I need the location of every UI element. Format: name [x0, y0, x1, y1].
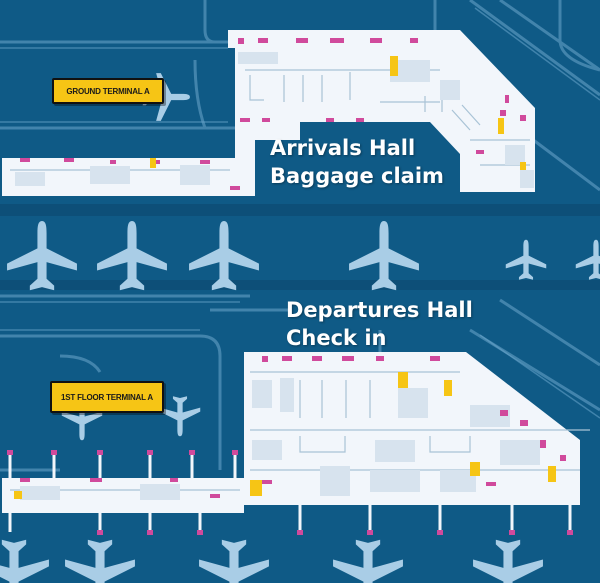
- airplane-icon: [575, 239, 600, 280]
- airplane-icon: [97, 221, 167, 291]
- arrivals-rooms: [15, 52, 534, 188]
- departures-hall-title: Departures Hall: [286, 298, 473, 322]
- airplane-icon: [349, 221, 419, 291]
- departures-hall-label: Departures Hall Check in: [286, 296, 473, 352]
- taxiway-lines: [0, 0, 600, 472]
- departures-yellow-markers: [14, 372, 556, 499]
- ground-terminal-sign: GROUND TERMINAL A: [52, 78, 164, 104]
- arrivals-hall-title: Arrivals Hall: [270, 136, 416, 160]
- airplane-icon: [189, 221, 259, 291]
- arrivals-hall-subtitle: Baggage claim: [270, 164, 444, 188]
- departures-terminal: [2, 352, 580, 513]
- arrivals-hall-label: Arrivals Hall Baggage claim: [270, 134, 444, 190]
- first-floor-terminal-sign: 1ST FLOOR TERMINAL A: [50, 381, 164, 413]
- airplane-icon: [159, 396, 201, 437]
- airplane-icon: [0, 539, 49, 583]
- airplane-icon: [505, 239, 547, 280]
- airplane-icon: [473, 539, 543, 583]
- gate-posts: [8, 455, 572, 532]
- airplane-icon: [7, 221, 77, 291]
- arrivals-yellow-markers: [150, 56, 526, 170]
- airplane-icon: [199, 539, 269, 583]
- airplane-icon: [65, 539, 135, 583]
- gate-post-markers: [7, 450, 573, 535]
- departures-hall-subtitle: Check in: [286, 326, 387, 350]
- departures-rooms: [20, 378, 540, 500]
- airplane-icon: [333, 539, 403, 583]
